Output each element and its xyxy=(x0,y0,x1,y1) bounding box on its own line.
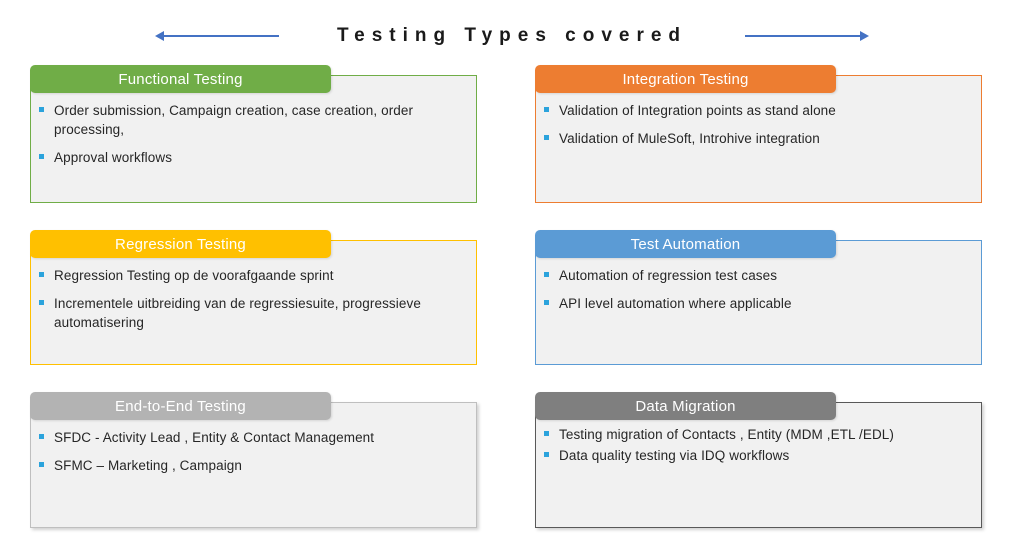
bullet-text: Validation of MuleSoft, Introhive integr… xyxy=(559,131,820,147)
bullet-text: SFDC - Activity Lead , Entity & Contact … xyxy=(54,430,375,445)
card-regression-testing: Regression Testing Regression Testing op… xyxy=(30,230,477,365)
card-title: Functional Testing xyxy=(118,70,243,88)
card-header-regression-testing: Regression Testing xyxy=(30,230,331,258)
bullet-square-icon xyxy=(544,300,549,306)
bullet-text: Testing migration of Contacts , Entity (… xyxy=(559,427,895,442)
card-body: Order submission, Campaign creation, cas… xyxy=(30,75,477,203)
card-body: SFDC - Activity Lead , Entity & Contact … xyxy=(30,402,477,528)
bullet-square-icon xyxy=(39,434,44,439)
bullet-item: Incrementele uitbreiding van de regressi… xyxy=(39,294,462,332)
card-title: Test Automation xyxy=(630,235,741,253)
card-title: Regression Testing xyxy=(115,235,246,253)
bullet-text: SFMC – Marketing , Campaign xyxy=(54,458,243,474)
bullet-item: API level automation where applicable xyxy=(544,294,967,313)
bullet-item: Automation of regression test cases xyxy=(544,266,967,285)
title-row: Testing Types covered xyxy=(0,0,1024,65)
bullet-item: SFDC - Activity Lead , Entity & Contact … xyxy=(39,428,462,447)
card-data-migration: Data Migration Testing migration of Cont… xyxy=(535,392,982,528)
bullet-text: API level automation where applicable xyxy=(559,296,792,312)
bullet-square-icon xyxy=(39,462,44,468)
card-integration-testing: Integration Testing Validation of Integr… xyxy=(535,65,982,203)
card-end-to-end-testing: End-to-End Testing SFDC - Activity Lead … xyxy=(30,392,477,528)
bullet-text: Regression Testing op de voorafgaande sp… xyxy=(54,268,334,283)
bullet-list: Regression Testing op de voorafgaande sp… xyxy=(39,266,462,332)
bullet-item: Validation of MuleSoft, Introhive integr… xyxy=(544,129,967,148)
bullet-list: Automation of regression test cases API … xyxy=(544,266,967,313)
card-header-end-to-end-testing: End-to-End Testing xyxy=(30,392,331,420)
bullet-item: Approval workflows xyxy=(39,148,462,167)
card-body: Validation of Integration points as stan… xyxy=(535,75,982,203)
card-header-data-migration: Data Migration xyxy=(535,392,836,420)
bullet-list: Order submission, Campaign creation, cas… xyxy=(39,101,462,167)
card-body: Testing migration of Contacts , Entity (… xyxy=(535,402,982,528)
bullet-square-icon xyxy=(39,300,44,306)
bullet-square-icon xyxy=(544,135,549,141)
bullet-text: Automation of regression test cases xyxy=(559,268,778,283)
bullet-text: Validation of Integration points as stan… xyxy=(559,103,836,118)
bullet-square-icon xyxy=(544,272,549,277)
left-arrow-icon xyxy=(154,30,279,41)
bullet-list: SFDC - Activity Lead , Entity & Contact … xyxy=(39,428,462,475)
bullet-square-icon xyxy=(39,154,44,160)
card-test-automation: Test Automation Automation of regression… xyxy=(535,230,982,365)
bullet-item: Data quality testing via IDQ workflows xyxy=(544,446,967,465)
bullet-text: Data quality testing via IDQ workflows xyxy=(559,448,790,464)
bullet-square-icon xyxy=(544,431,549,436)
cards-grid: Functional Testing Order submission, Cam… xyxy=(30,65,1024,528)
card-header-integration-testing: Integration Testing xyxy=(535,65,836,93)
bullet-text: Order submission, Campaign creation, cas… xyxy=(54,103,414,138)
bullet-item: Order submission, Campaign creation, cas… xyxy=(39,101,462,139)
bullet-square-icon xyxy=(39,107,44,112)
bullet-text: Approval workflows xyxy=(54,150,173,166)
card-body: Regression Testing op de voorafgaande sp… xyxy=(30,240,477,365)
card-title: Integration Testing xyxy=(622,70,749,88)
card-body: Automation of regression test cases API … xyxy=(535,240,982,365)
card-title: Data Migration xyxy=(635,397,736,415)
bullet-item: SFMC – Marketing , Campaign xyxy=(39,456,462,475)
bullet-item: Validation of Integration points as stan… xyxy=(544,101,967,120)
bullet-square-icon xyxy=(544,107,549,112)
bullet-list: Validation of Integration points as stan… xyxy=(544,101,967,148)
bullet-square-icon xyxy=(39,272,44,277)
card-functional-testing: Functional Testing Order submission, Cam… xyxy=(30,65,477,203)
card-title: End-to-End Testing xyxy=(115,397,246,415)
card-header-test-automation: Test Automation xyxy=(535,230,836,258)
bullet-item: Testing migration of Contacts , Entity (… xyxy=(544,425,967,444)
bullet-item: Regression Testing op de voorafgaande sp… xyxy=(39,266,462,285)
card-header-functional-testing: Functional Testing xyxy=(30,65,331,93)
bullet-text: Incrementele uitbreiding van de regressi… xyxy=(54,296,421,331)
bullet-list: Testing migration of Contacts , Entity (… xyxy=(544,425,967,465)
right-arrow-icon xyxy=(745,30,870,41)
bullet-square-icon xyxy=(544,452,549,458)
page-title: Testing Types covered xyxy=(336,24,688,46)
